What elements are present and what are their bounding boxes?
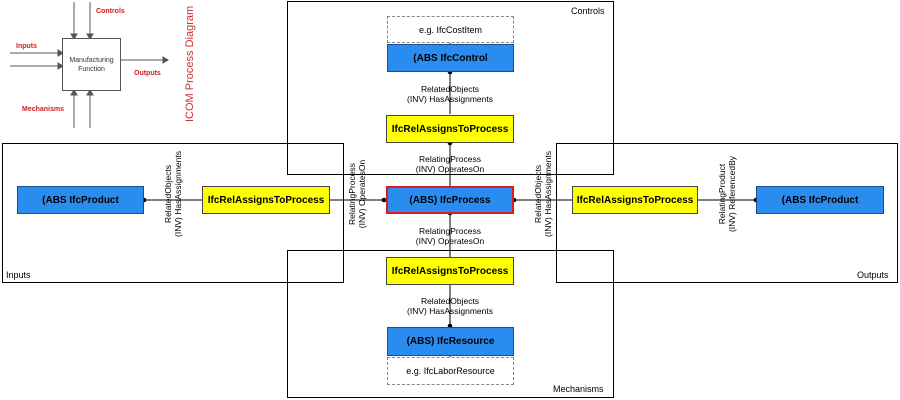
relation-left-outer: RelatedObjects (INV) HasAssignments	[163, 134, 183, 254]
relation-role: RelatedObjects	[420, 296, 480, 306]
assigns-to-process-right[interactable]: IfcRelAssignsToProcess	[572, 186, 698, 214]
relation-inverse: (INV) OperatesOn	[415, 164, 485, 174]
product-entity-left[interactable]: (ABS IfcProduct	[17, 186, 144, 214]
icom-function-box: Manufacturing Function	[62, 38, 121, 91]
controls-frame	[287, 1, 614, 175]
control-entity[interactable]: (ABS IfcControl	[387, 44, 514, 72]
relation-role: RelatingProcess	[419, 226, 481, 236]
icom-arrows	[10, 2, 169, 128]
mechanisms-frame	[287, 250, 614, 398]
icom-controls-label: Controls	[96, 8, 125, 15]
outputs-frame-label: Outputs	[857, 270, 889, 280]
relation-inverse: (INV) HasAssignments	[407, 306, 493, 316]
cost-item-box[interactable]: e.g. IfcCostItem	[387, 16, 514, 43]
inputs-frame	[2, 143, 344, 283]
relation-role: RelatingProcess	[347, 163, 357, 225]
relation-bottom-upper: RelatingProcess (INV) OperatesOn	[390, 226, 510, 246]
relation-bottom-lower: RelatedObjects (INV) HasAssignments	[390, 296, 510, 316]
relation-top-lower: RelatingProcess (INV) OperatesOn	[390, 154, 510, 174]
mechanisms-frame-label: Mechanisms	[553, 384, 604, 394]
relation-top-upper: RelatedObjects (INV) HasAssignments	[390, 84, 510, 104]
inputs-frame-label: Inputs	[6, 270, 31, 280]
assigns-to-process-bottom[interactable]: IfcRelAssignsToProcess	[386, 257, 514, 285]
relation-role: RelatedObjects	[163, 164, 173, 224]
icom-outputs-label: Outputs	[134, 70, 161, 77]
icom-mechanisms-label: Mechanisms	[22, 106, 65, 113]
assigns-to-process-top[interactable]: IfcRelAssignsToProcess	[386, 115, 514, 143]
icom-title: ICOM Process Diagram	[184, 5, 196, 122]
relation-inverse: (INV) ReferencedBy	[727, 155, 737, 233]
icom-inputs-label: Inputs	[16, 43, 37, 50]
assigns-to-process-left[interactable]: IfcRelAssignsToProcess	[202, 186, 330, 214]
relation-right-inner: RelatedObjects (INV) HasAssignments	[533, 134, 553, 254]
resource-entity[interactable]: (ABS) IfcResource	[387, 327, 514, 356]
relation-inverse: (INV) OperatesOn	[415, 236, 485, 246]
relation-role: RelatingProcess	[419, 154, 481, 164]
relation-inverse: (INV) HasAssignments	[173, 151, 183, 237]
relationship-lines	[144, 42, 756, 358]
icom-function-label: Manufacturing Function	[69, 56, 114, 73]
process-entity[interactable]: (ABS) IfcProcess	[386, 186, 514, 214]
relation-inverse: (INV) OperatesOn	[357, 159, 367, 229]
product-entity-right[interactable]: (ABS IfcProduct	[756, 186, 884, 214]
relation-role: RelatedObjects	[420, 84, 480, 94]
relation-right-outer: RelatingProduct (INV) ReferencedBy	[717, 134, 737, 254]
relation-inverse: (INV) HasAssignments	[543, 151, 553, 237]
relation-left-inner: RelatingProcess (INV) OperatesOn	[347, 134, 367, 254]
relation-role: RelatedObjects	[533, 164, 543, 224]
labor-resource-box[interactable]: e.g. IfcLaborResource	[387, 357, 514, 385]
outputs-frame	[556, 143, 898, 283]
relation-inverse: (INV) HasAssignments	[407, 94, 493, 104]
controls-frame-label: Controls	[571, 6, 605, 16]
relation-role: RelatingProduct	[717, 163, 727, 225]
